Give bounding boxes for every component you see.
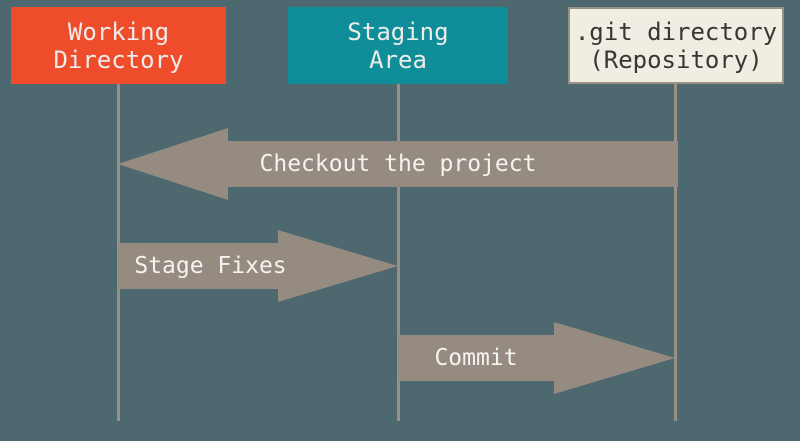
checkout-arrow-label: Checkout the project bbox=[259, 151, 537, 177]
checkout-arrow-head-left-icon bbox=[118, 128, 228, 200]
working-directory-box: Working Directory bbox=[11, 7, 226, 84]
stage-fixes-arrow-head-right-icon bbox=[278, 230, 398, 302]
commit-arrow-label: Commit bbox=[434, 345, 518, 371]
staging-area-label-line2: Area bbox=[369, 45, 427, 74]
working-directory-label-line1: Working bbox=[67, 17, 170, 46]
staging-area-box: Staging Area bbox=[288, 7, 508, 84]
staging-area-lifeline bbox=[397, 84, 400, 421]
git-directory-label-line2: (Repository) bbox=[589, 45, 763, 74]
stage-fixes-arrow-body bbox=[118, 243, 278, 289]
git-directory-lifeline bbox=[674, 84, 677, 421]
git-directory-label-line1: .git directory bbox=[574, 17, 778, 46]
commit-arrow-body bbox=[398, 335, 554, 381]
commit-arrow: Commit bbox=[398, 322, 675, 394]
staging-area-label-line1: Staging bbox=[347, 17, 449, 46]
checkout-arrow-body bbox=[228, 141, 678, 187]
stage-fixes-arrow: Stage Fixes bbox=[118, 230, 398, 302]
commit-arrow-head-right-icon bbox=[554, 322, 675, 394]
stage-fixes-arrow-label: Stage Fixes bbox=[134, 253, 287, 279]
checkout-arrow: Checkout the project bbox=[118, 128, 678, 200]
git-directory-box: .git directory (Repository) bbox=[568, 7, 784, 84]
working-directory-label-line2: Directory bbox=[53, 45, 184, 74]
